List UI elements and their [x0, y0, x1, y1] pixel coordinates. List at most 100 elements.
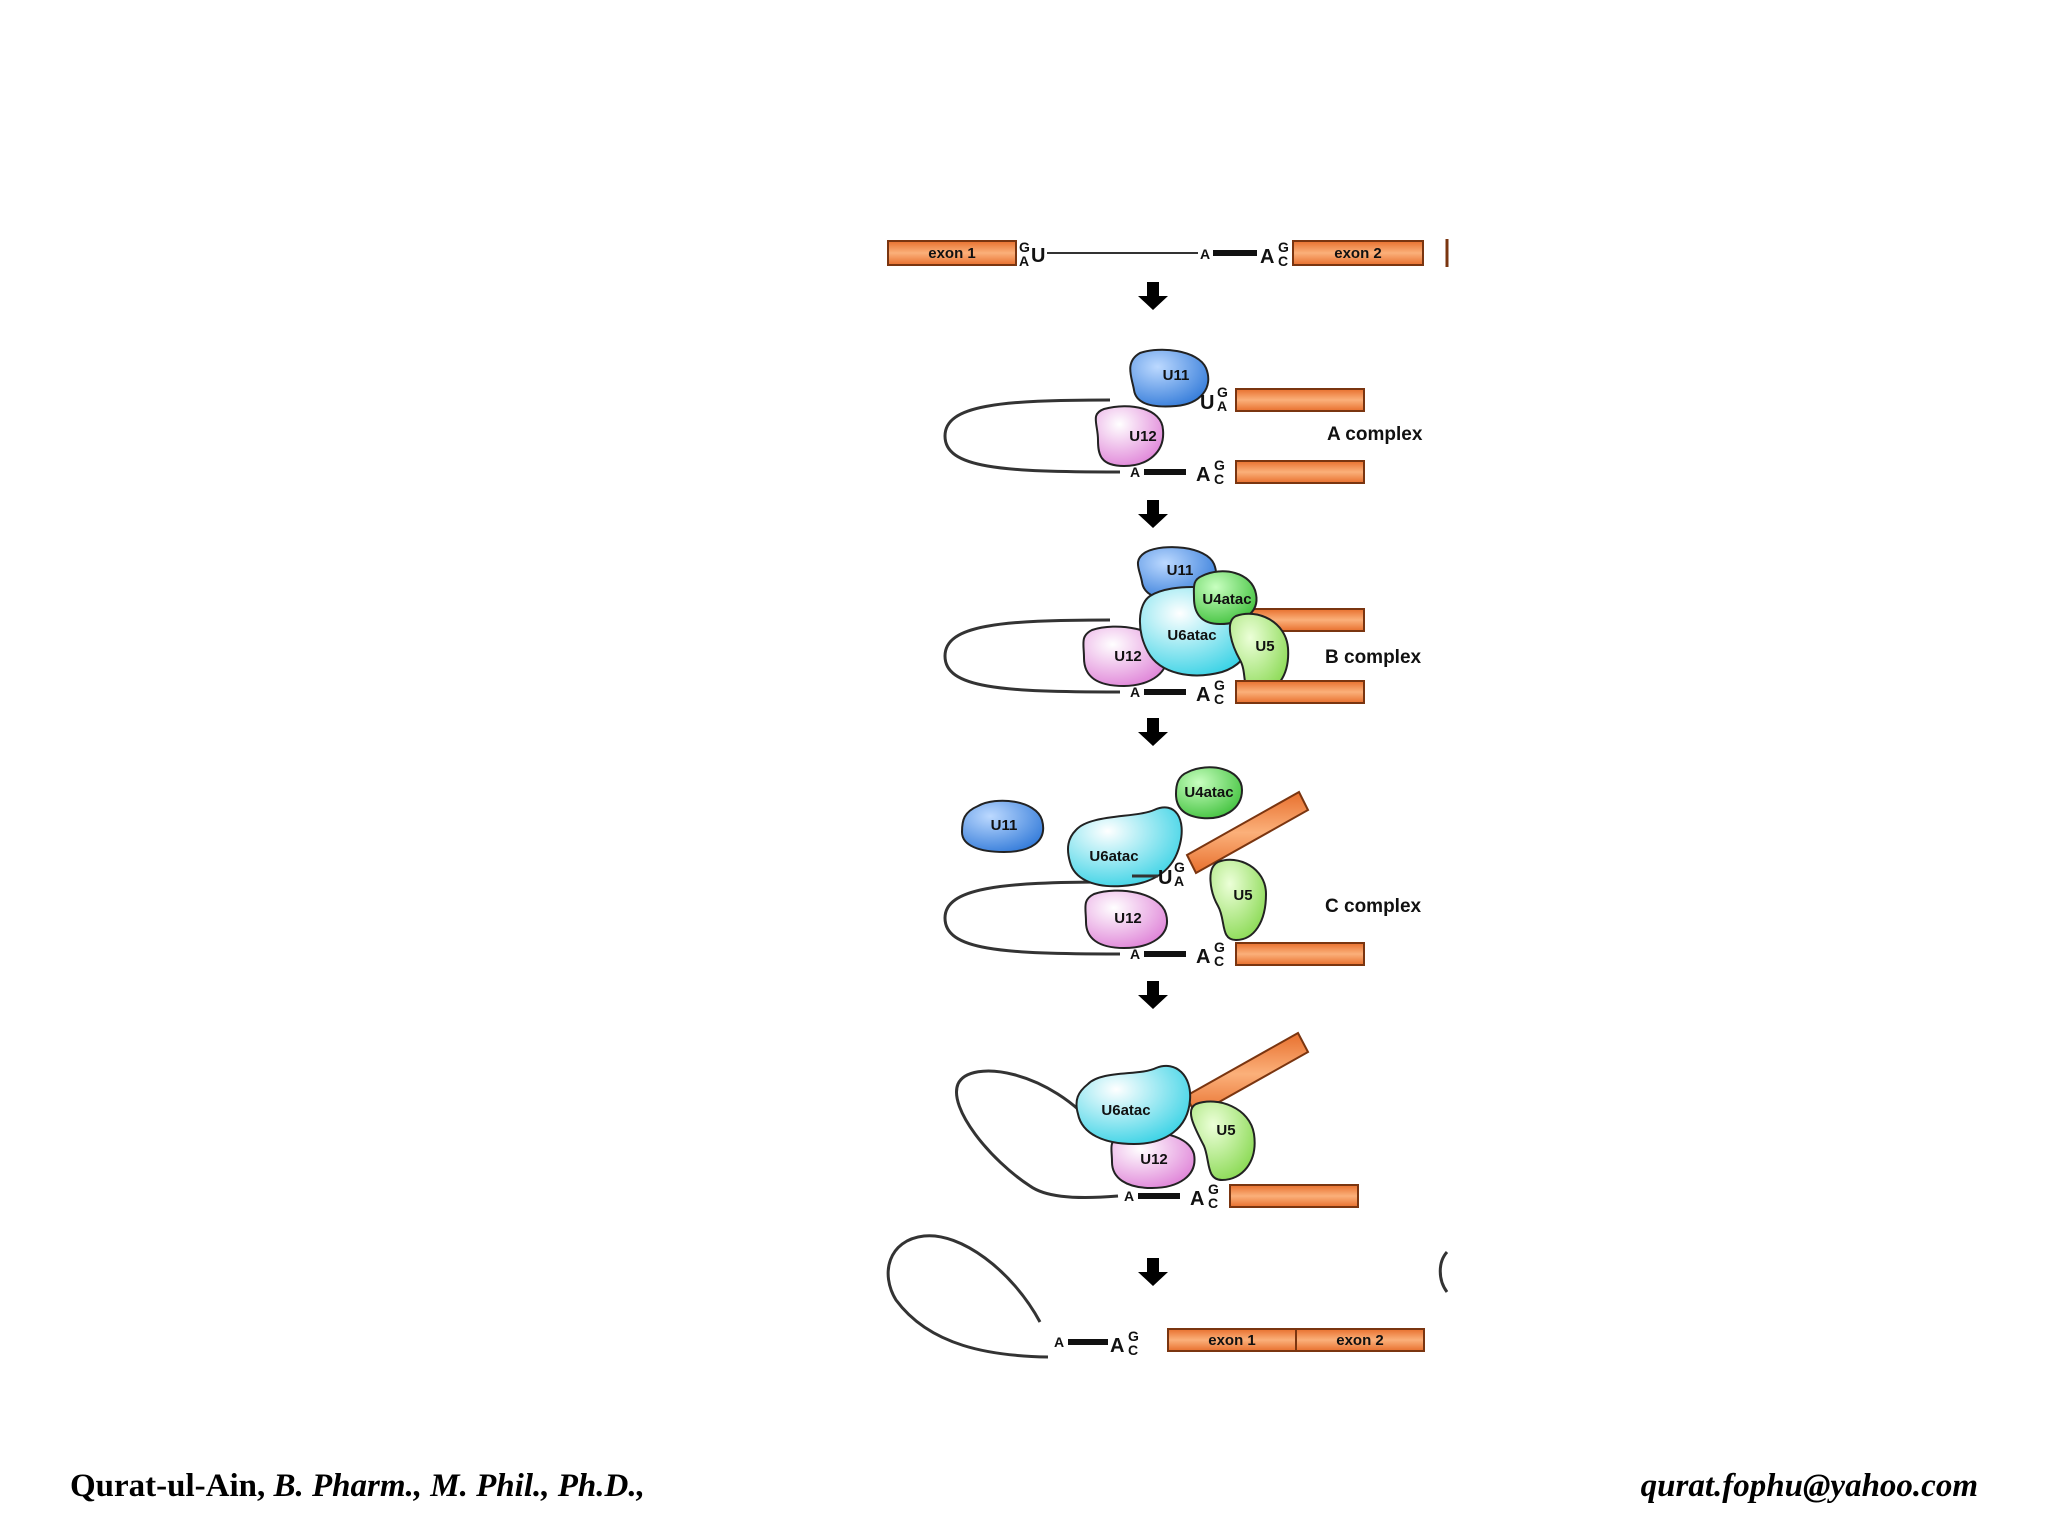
excised-lariat	[886, 1234, 1049, 1359]
u11-blob	[1129, 348, 1210, 408]
stage-a-complex: U12 U11 U G A A A G C A complex	[943, 348, 1423, 487]
arrow-down-icon	[1138, 500, 1168, 528]
branch-region	[1213, 250, 1257, 256]
stage-c-complex: U11 U4atac U12 U6atac U G A U5 A A G C C…	[943, 766, 1422, 969]
nt-5ss-g: G	[1019, 239, 1030, 255]
exon1-box-released	[1185, 790, 1310, 875]
nt-3ss-a: A	[1260, 246, 1274, 268]
u12-label: U12	[1129, 428, 1157, 445]
arrow-down-icon	[1138, 718, 1168, 746]
arrow-down-icon	[1138, 282, 1168, 310]
u5-label: U5	[1233, 887, 1252, 904]
branch-point-a: A	[1130, 464, 1140, 480]
u12-blob	[1094, 405, 1165, 468]
u4atac-label: U4atac	[1202, 591, 1251, 608]
exon1-label: exon 1	[928, 245, 976, 262]
arrow-down-icon	[1138, 981, 1168, 1009]
lariat-loop	[955, 1069, 1119, 1199]
nt-3ss-c: C	[1214, 471, 1224, 487]
nt-5ss-u: U	[1031, 245, 1045, 267]
nt-a: A	[1217, 398, 1227, 414]
nt-3ss-g: G	[1214, 939, 1225, 955]
c-complex-label: C complex	[1325, 896, 1422, 917]
a-complex-label: A complex	[1327, 424, 1423, 445]
u6atac-label: U6atac	[1101, 1102, 1150, 1119]
u6atac-blob	[1067, 806, 1183, 888]
u12-label: U12	[1114, 910, 1142, 927]
b-complex-label: B complex	[1325, 647, 1422, 668]
nt-3ss-a: A	[1190, 1188, 1204, 1210]
nt-3ss-a: A	[1196, 684, 1210, 706]
branch-point-a: A	[1200, 246, 1210, 262]
branch-point-a: A	[1124, 1188, 1134, 1204]
intron-loop	[943, 398, 1121, 474]
ligated-exon2	[1295, 1328, 1425, 1352]
nt-3ss-a: A	[1110, 1335, 1124, 1357]
branch-region	[1144, 689, 1186, 695]
edge-arc	[1438, 1250, 1449, 1293]
exon1-box	[887, 240, 1017, 266]
u6atac-label: U6atac	[1167, 627, 1216, 644]
u6atac-blob	[1075, 1065, 1192, 1146]
u12-blob	[1110, 1131, 1196, 1190]
stage-products: A A G C exon 1 exon 2	[886, 1234, 1449, 1359]
u4atac-free-blob	[1174, 766, 1244, 820]
nt-3ss-g: G	[1278, 239, 1289, 255]
stage-b-complex: U12 U11 U6atac U4atac U5 A A G C B compl…	[943, 546, 1422, 707]
u11-free-blob	[960, 799, 1045, 854]
nt-3ss-g: G	[1128, 1328, 1139, 1344]
nt-3ss-c: C	[1208, 1195, 1218, 1211]
intron-loop	[943, 880, 1121, 956]
u6atac-label: U6atac	[1089, 848, 1138, 865]
branch-region	[1144, 469, 1186, 475]
exon2-label: exon 2	[1336, 1332, 1384, 1349]
arrow-down-icon	[1138, 1258, 1168, 1286]
u5-label: U5	[1255, 638, 1274, 655]
branch-point-a: A	[1130, 684, 1140, 700]
exon2-box	[1292, 240, 1424, 266]
branch-region	[1144, 951, 1186, 957]
author-name: Qurat-ul-Ain,	[70, 1468, 266, 1504]
u4atac-blob	[1192, 570, 1258, 626]
u5-blob	[1190, 1100, 1256, 1182]
nt-g: G	[1174, 859, 1185, 875]
exon2-box	[1235, 680, 1365, 704]
branch-region	[1138, 1193, 1180, 1199]
exon1-label: exon 1	[1208, 1332, 1256, 1349]
exon2-label: exon 2	[1334, 245, 1382, 262]
nt-u: U	[1200, 392, 1214, 414]
nt-3ss-g: G	[1214, 677, 1225, 693]
nt-3ss-g: G	[1208, 1181, 1219, 1197]
u4atac-label: U4atac	[1184, 784, 1233, 801]
exon2-box	[1229, 1184, 1359, 1208]
nt-3ss-c: C	[1278, 253, 1288, 269]
nt-3ss-c: C	[1214, 953, 1224, 969]
nt-a: A	[1174, 873, 1184, 889]
u12-label: U12	[1140, 1151, 1168, 1168]
nt-g: G	[1217, 384, 1228, 400]
exon1-box	[1235, 388, 1365, 412]
exon2-box	[1235, 460, 1365, 484]
branch-region	[1068, 1339, 1108, 1345]
nt-3ss-a: A	[1196, 946, 1210, 968]
branch-point-a: A	[1130, 946, 1140, 962]
nt-5ss-a: A	[1019, 253, 1029, 269]
stage-pre-mrna: exon 1 G A U A A G C exon 2	[887, 239, 1449, 269]
u5-label: U5	[1216, 1122, 1235, 1139]
footer-author: Qurat-ul-Ain, B. Pharm., M. Phil., Ph.D.…	[70, 1468, 645, 1505]
u12-blob	[1084, 889, 1168, 950]
intron-loop	[943, 618, 1121, 694]
branch-point-a: A	[1054, 1334, 1064, 1350]
u11-label: U11	[1167, 562, 1194, 579]
nt-u: U	[1158, 867, 1172, 889]
footer-email: qurat.fophu@yahoo.com	[1640, 1468, 1978, 1504]
u11-label: U11	[1163, 367, 1190, 384]
exon2-box	[1235, 942, 1365, 966]
stage-lariat-intermediate: U12 U6atac U5 A A G C	[955, 1031, 1359, 1211]
u12-label: U12	[1114, 648, 1142, 665]
nt-3ss-a: A	[1196, 464, 1210, 486]
u11-label: U11	[991, 817, 1018, 834]
nt-3ss-c: C	[1128, 1342, 1138, 1358]
author-degrees: B. Pharm., M. Phil., Ph.D.,	[273, 1468, 645, 1504]
